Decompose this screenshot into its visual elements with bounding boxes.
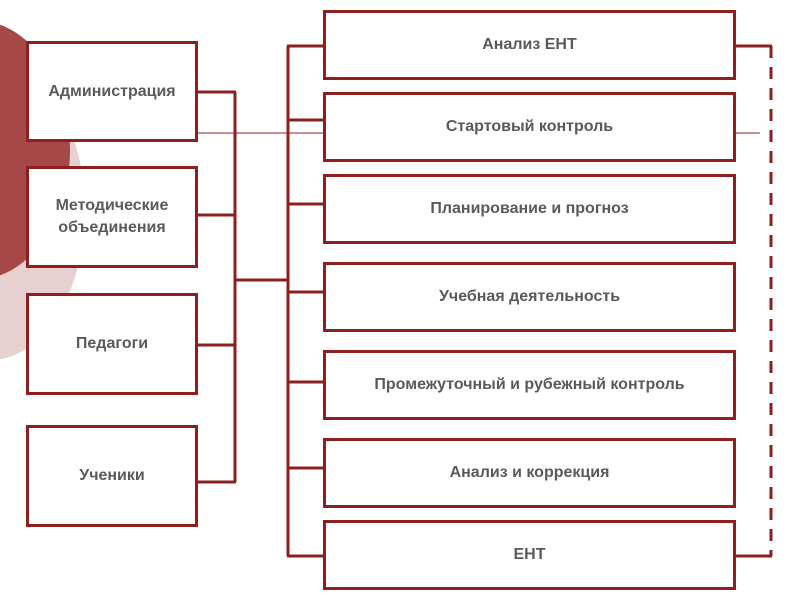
box-teachers: Педагоги bbox=[26, 293, 198, 395]
box-ent-label: ЕНТ bbox=[513, 546, 546, 563]
box-start-control: Стартовый контроль bbox=[323, 92, 736, 162]
box-teachers-label: Педагоги bbox=[75, 335, 149, 352]
box-intermediate-control-label: Промежуточный и рубежный контроль bbox=[374, 376, 685, 393]
box-analysis-correction-label: Анализ и коррекция bbox=[449, 464, 610, 481]
box-learning-activity: Учебная деятельность bbox=[323, 262, 736, 332]
box-planning-forecast-label: Планирование и прогноз bbox=[430, 200, 629, 217]
box-start-control-label: Стартовый контроль bbox=[445, 118, 614, 135]
box-planning-forecast: Планирование и прогноз bbox=[323, 174, 736, 244]
box-intermediate-control: Промежуточный и рубежный контроль bbox=[323, 350, 736, 420]
box-methodical-units-label: Методические объединения bbox=[55, 197, 169, 236]
box-ent-analysis: Анализ ЕНТ bbox=[323, 10, 736, 80]
box-ent-analysis-label: Анализ ЕНТ bbox=[482, 36, 577, 53]
box-students: Ученики bbox=[26, 425, 198, 527]
box-learning-activity-label: Учебная деятельность bbox=[438, 288, 621, 305]
box-administration: Администрация bbox=[26, 41, 198, 142]
box-ent: ЕНТ bbox=[323, 520, 736, 590]
box-analysis-correction: Анализ и коррекция bbox=[323, 438, 736, 508]
box-methodical-units: Методические объединения bbox=[26, 166, 198, 268]
box-administration-label: Администрация bbox=[48, 82, 176, 100]
box-students-label: Ученики bbox=[79, 467, 145, 484]
